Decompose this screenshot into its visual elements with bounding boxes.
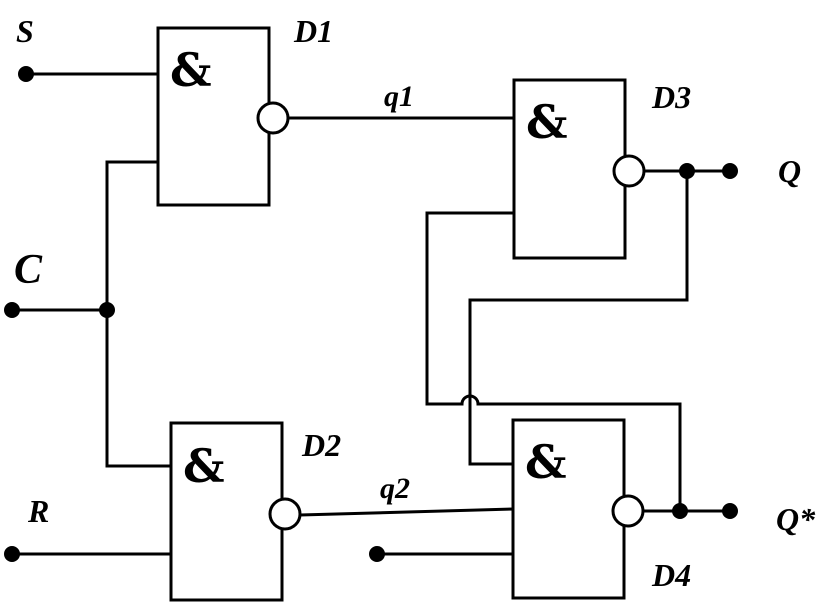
junction-c <box>99 302 115 318</box>
gate-d4-label: D4 <box>651 557 691 593</box>
gate-d2-inverter-bubble <box>268 497 302 531</box>
wire-q2 <box>299 507 515 517</box>
output-label-q-bar: Q* <box>776 501 816 537</box>
gate-d3: & D3 <box>512 78 691 260</box>
gate-d3-label: D3 <box>651 79 691 115</box>
signal-label-q2: q2 <box>380 472 410 505</box>
wires <box>12 72 730 556</box>
gate-d1-body <box>156 26 271 207</box>
gate-d4-body <box>511 418 626 600</box>
wire-feedback-q <box>468 171 689 466</box>
signal-label-q1: q1 <box>384 80 414 113</box>
input-label-r: R <box>27 493 49 529</box>
labels: S C R q1 q2 Q Q* <box>14 13 816 537</box>
gate-d1: & D1 <box>156 13 333 207</box>
wire-feedback-qbar <box>425 211 682 511</box>
input-label-c: C <box>14 247 43 293</box>
terminal-s <box>18 66 34 82</box>
terminal-c <box>4 302 20 318</box>
gate-d1-label: D1 <box>293 13 333 49</box>
gate-d2: & D2 <box>169 421 341 602</box>
input-label-s: S <box>16 13 34 49</box>
gate-d4-symbol: & <box>525 435 567 489</box>
gate-d3-body <box>512 78 627 260</box>
gate-d2-symbol: & <box>183 439 225 493</box>
output-label-q: Q <box>778 153 801 189</box>
terminal-q <box>722 163 738 179</box>
terminal-q-bar <box>722 503 738 519</box>
terminals <box>4 66 738 562</box>
junction-q <box>679 163 695 179</box>
gate-d4: & D4 <box>511 418 691 600</box>
gate-d2-body <box>169 421 284 602</box>
terminal-r <box>4 546 20 562</box>
wire-c-to-d2 <box>105 310 176 468</box>
gate-d1-inverter-bubble <box>256 101 290 135</box>
junction-q-bar <box>672 503 688 519</box>
gate-d1-symbol: & <box>170 43 212 97</box>
gate-d3-symbol: & <box>526 95 568 149</box>
gate-d2-label: D2 <box>301 427 341 463</box>
wire-c-to-d1 <box>105 160 159 310</box>
gate-d3-inverter-bubble <box>612 154 646 188</box>
terminal-d4-open <box>369 546 385 562</box>
gate-d4-inverter-bubble <box>611 494 645 528</box>
